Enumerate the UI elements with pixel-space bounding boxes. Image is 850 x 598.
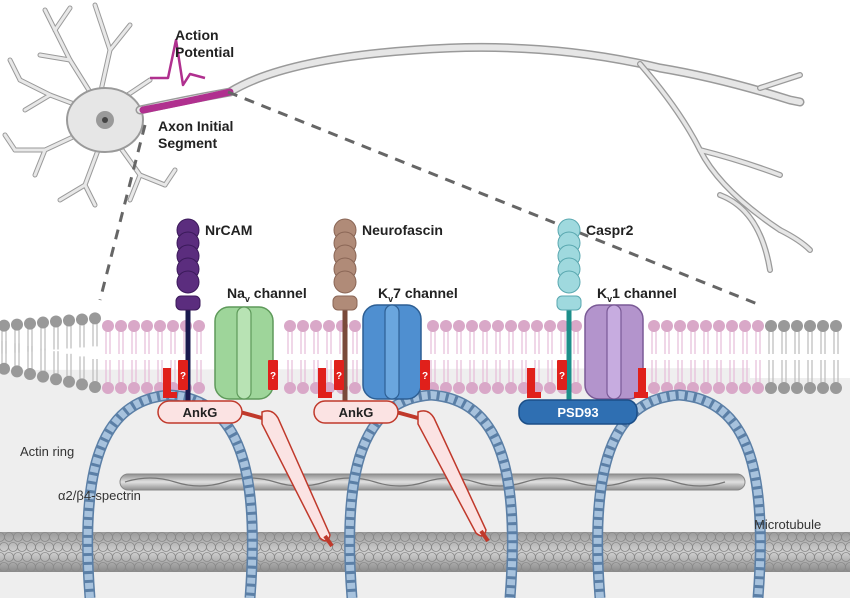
microtubule-label: Microtubule [754,517,821,532]
axon-initial-segment [139,88,234,114]
kv1-channel-label: Kv1 channel [597,285,677,304]
membrane-bilayer [0,312,842,394]
unknown-mark-5: ? [559,371,565,382]
spectrin-filament [119,473,746,491]
ais-label-1: Axon Initial [158,118,233,134]
zoom-line-left [98,124,147,301]
kv7-channel-label: Kv7 channel [378,285,458,304]
unknown-mark-1: ? [180,371,186,382]
unknown-markers [163,360,648,398]
zoom-line-right [227,90,761,307]
unknown-mark-2: ? [270,371,276,382]
neuron-cell [2,2,813,273]
microtubule [0,532,850,572]
spectrin-label: α2/β4-spectrin [58,488,141,503]
psd93: PSD93 [518,399,638,425]
nrcam-label: NrCAM [205,222,252,238]
neurofascin-protein [332,218,358,402]
action-potential-trace [150,38,206,87]
ankg-1: AnkG [157,400,243,424]
actin-ring-label: Actin ring [20,444,74,459]
ankg-2-label: AnkG [339,405,374,420]
ankg-2: AnkG [313,400,399,424]
caspr2-protein [556,218,582,402]
neurofascin-label: Neurofascin [362,222,443,238]
ais-label-2: Segment [158,135,217,151]
unknown-mark-3: ? [336,371,342,382]
unknown-mark-4: ? [422,371,428,382]
nav-channel-label: Nav channel [227,285,307,304]
ankg-tail-1 [239,410,334,548]
psd93-label: PSD93 [557,405,598,420]
action-potential-label-2: Potential [175,44,234,60]
nav-channel [214,306,274,400]
ankg-tail-2 [395,410,490,543]
caspr2-label: Caspr2 [586,222,634,238]
ankg-1-label: AnkG [183,405,218,420]
kv1-channel [584,304,644,400]
action-potential-label-1: Action [175,27,219,43]
kv7-channel [362,304,422,400]
